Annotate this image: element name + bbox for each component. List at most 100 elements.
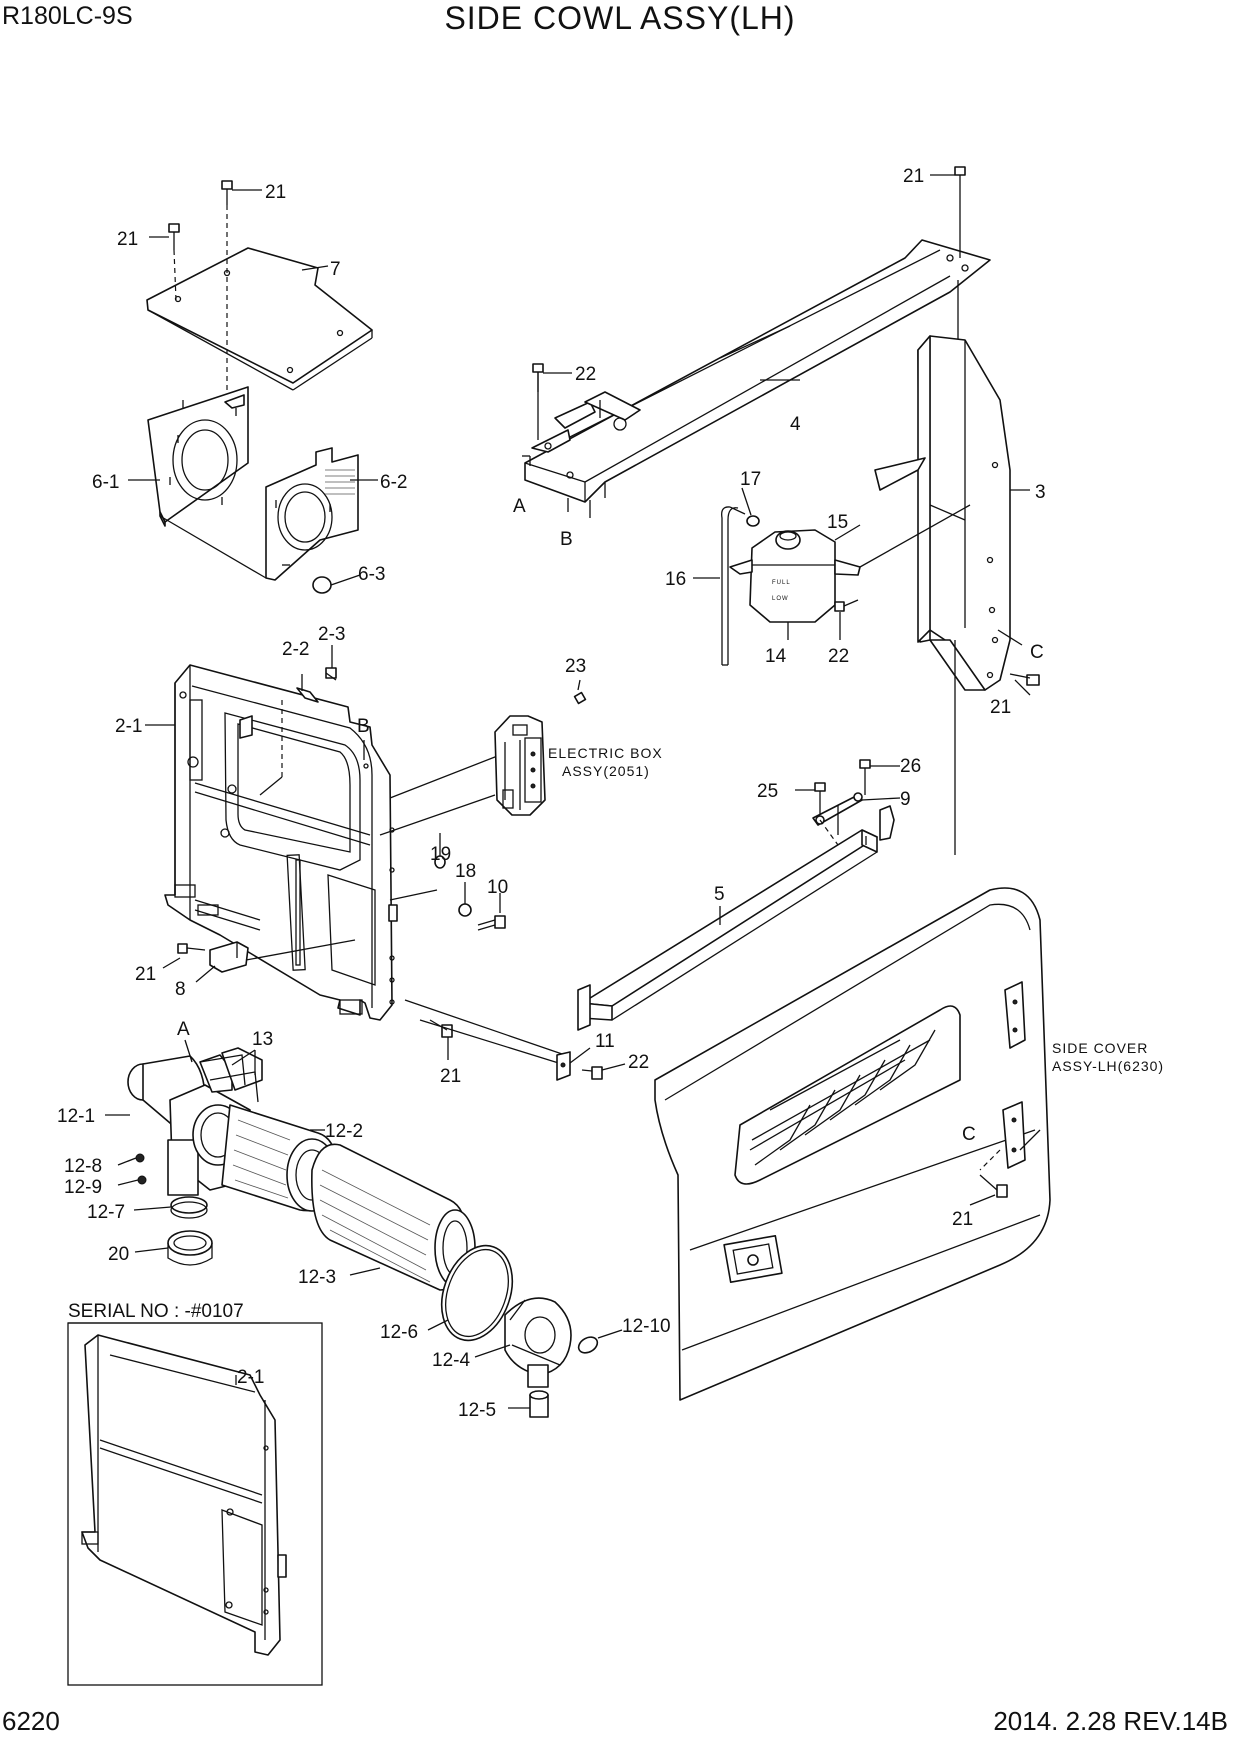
- callout-12-7: 12-7: [87, 1202, 125, 1223]
- callout-b: B: [357, 716, 370, 737]
- callout-21: 21: [135, 964, 156, 985]
- nut-12-9: [137, 1175, 147, 1185]
- callout-19: 19: [430, 844, 451, 865]
- svg-text:LOW: LOW: [772, 596, 789, 602]
- cover-plate-7: [146, 247, 373, 391]
- bolt-21-right-post: [1009, 673, 1040, 686]
- callout-8: 8: [175, 979, 186, 1000]
- callout-15: 15: [827, 512, 848, 533]
- callout-2-1: 2-1: [115, 716, 142, 737]
- callout-16: 16: [665, 569, 686, 590]
- callout-21: 21: [117, 229, 138, 250]
- vertical-post-3: [874, 335, 1011, 691]
- cover-12-4: [504, 1297, 572, 1388]
- callout-12-8: 12-8: [64, 1156, 102, 1177]
- nut-12-8: [135, 1153, 145, 1163]
- bolt-22-tank: [834, 599, 859, 612]
- callout-b: B: [560, 529, 573, 550]
- page-number: 6220: [2, 1706, 60, 1736]
- callout-18: 18: [455, 861, 476, 882]
- valve-12-10: [577, 1336, 599, 1354]
- clamp-12-7: [170, 1196, 208, 1219]
- cap-17: [746, 515, 760, 527]
- callout-9: 9: [900, 789, 911, 810]
- side-cover-note-line1: SIDE COVER: [1052, 1040, 1148, 1056]
- callout-12-1: 12-1: [57, 1106, 95, 1127]
- serial-inset-frame: [67, 1322, 323, 1686]
- hose-20: [167, 1230, 213, 1266]
- callout-6-3: 6-3: [358, 564, 385, 585]
- callout-20: 20: [108, 1244, 129, 1265]
- callout-c: C: [962, 1124, 976, 1145]
- callout-c: C: [1030, 642, 1044, 663]
- callout-a: A: [513, 496, 526, 517]
- callout-5: 5: [714, 884, 725, 905]
- callout-2-1: 2-1: [237, 1367, 264, 1388]
- bracket-6-1: [147, 386, 249, 527]
- callout-a: A: [177, 1019, 190, 1040]
- callout-12-9: 12-9: [64, 1177, 102, 1198]
- bolt-21-frame-bottom: [429, 1019, 453, 1038]
- page-title: SIDE COWL ASSY(LH): [444, 0, 796, 36]
- callout-2-3: 2-3: [318, 624, 345, 645]
- hinge-lower: [1002, 1101, 1026, 1169]
- model-number: R180LC-9S: [2, 2, 133, 30]
- bolt-22-top: [532, 363, 544, 392]
- callout-21: 21: [952, 1209, 973, 1230]
- element-12-3: [311, 1143, 476, 1291]
- clip-2-2: [296, 687, 319, 703]
- hose-16: [721, 506, 746, 666]
- bolt-21-top-left: [168, 180, 233, 250]
- callout-12-4: 12-4: [432, 1350, 470, 1371]
- callout-21: 21: [990, 697, 1011, 718]
- bolt-26: [859, 759, 871, 795]
- callout-12-10: 12-10: [622, 1316, 671, 1337]
- callout-3: 3: [1035, 482, 1046, 503]
- callout-26: 26: [900, 756, 921, 777]
- bolt-21-top-right: [930, 166, 966, 258]
- bracket-9: [812, 792, 863, 835]
- callout-22: 22: [628, 1052, 649, 1073]
- bolt-23: [573, 679, 587, 705]
- bolt-2-3: [325, 667, 337, 681]
- callout-21: 21: [903, 166, 924, 187]
- bracket-11: [556, 1047, 591, 1081]
- callout-7: 7: [330, 259, 341, 280]
- callout-13: 13: [252, 1029, 273, 1050]
- electric-box-note-line1: ELECTRIC BOX: [548, 745, 663, 761]
- o-ring-12-6: [440, 1244, 514, 1342]
- plug-6-3: [312, 574, 361, 594]
- bracket-6-2: [265, 447, 359, 581]
- side-frame-2-1: [164, 664, 398, 1021]
- electric-box-2051: [494, 715, 546, 816]
- callout-11: 11: [595, 1031, 615, 1052]
- callout-23: 23: [565, 656, 586, 677]
- callout-6-2: 6-2: [380, 472, 407, 493]
- callout-14: 14: [765, 646, 787, 667]
- serial-number-note: SERIAL NO : -#0107: [68, 1301, 244, 1322]
- side-cover-lh: [654, 887, 1051, 1401]
- side-cover-note-line2: ASSY-LH(6230): [1052, 1058, 1164, 1074]
- bolt-21-cover: [979, 1174, 1008, 1198]
- callout-22: 22: [575, 364, 596, 385]
- bolt-25: [814, 782, 826, 815]
- callout-12-6: 12-6: [380, 1322, 418, 1343]
- bolt-22-bracket11: [581, 1066, 603, 1080]
- hardware-19-18-10: [434, 855, 506, 931]
- callout-21: 21: [440, 1066, 461, 1087]
- cap-12-5: [529, 1390, 549, 1418]
- callout-25: 25: [757, 781, 778, 802]
- electric-box-note-line2: ASSY(2051): [562, 763, 650, 779]
- callout-12-3: 12-3: [298, 1267, 336, 1288]
- callout-2-2: 2-2: [282, 639, 309, 660]
- callout-6-1: 6-1: [92, 472, 119, 493]
- hinge-upper: [1004, 981, 1026, 1049]
- callout-22: 22: [828, 646, 849, 667]
- bracket-8: [209, 941, 249, 973]
- upper-member-4: [524, 239, 991, 518]
- callout-4: 4: [790, 414, 801, 435]
- callout-10: 10: [487, 877, 508, 898]
- callout-12-5: 12-5: [458, 1400, 496, 1421]
